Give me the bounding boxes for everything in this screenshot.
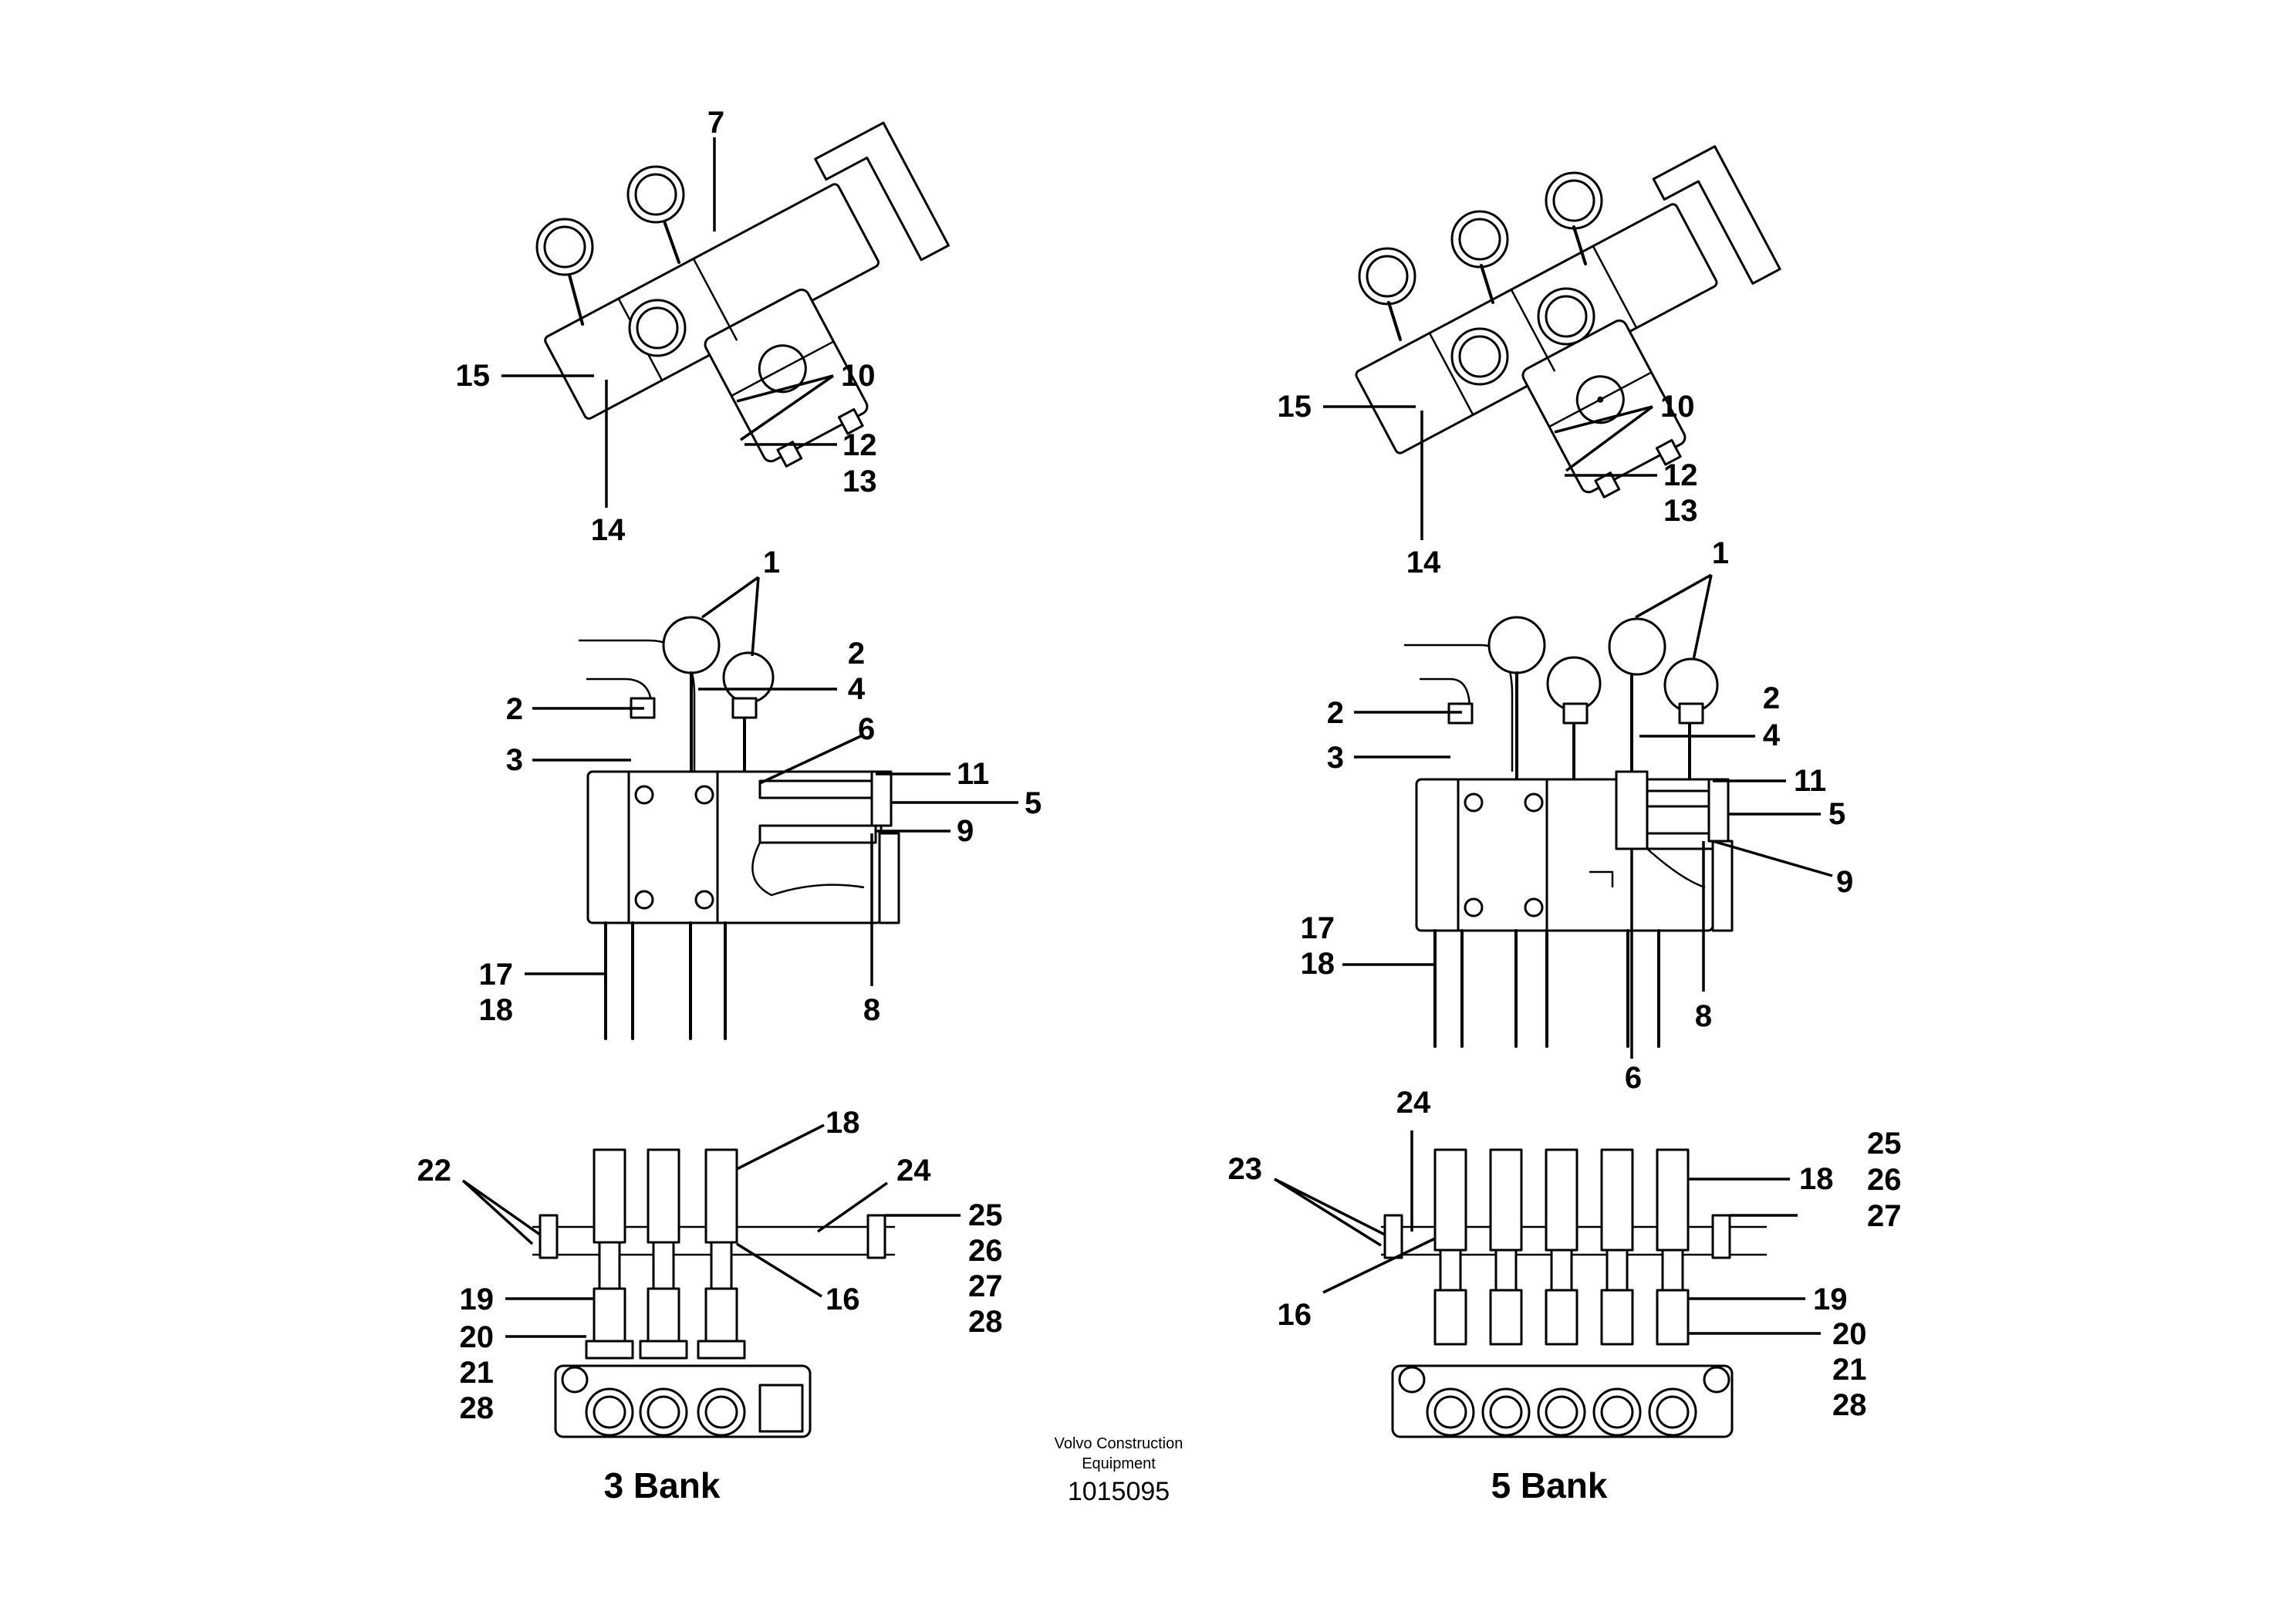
callout-left-15: 15 bbox=[456, 359, 491, 393]
right-top-view-drawing bbox=[1355, 145, 1781, 498]
left-middle-leaders bbox=[525, 576, 1018, 986]
callout-right-25: 25 bbox=[1867, 1127, 1902, 1161]
callout-left-20: 20 bbox=[460, 1320, 495, 1354]
callout-right-26: 26 bbox=[1867, 1163, 1902, 1197]
callout-right-8: 8 bbox=[1695, 999, 1712, 1033]
callout-left-10: 10 bbox=[841, 359, 876, 393]
callout-right-17: 17 bbox=[1301, 911, 1335, 945]
callout-left-9: 9 bbox=[957, 814, 974, 848]
callout-left-3: 3 bbox=[506, 743, 523, 777]
left-bottom-valve-drawing bbox=[532, 1148, 895, 1438]
right-middle-leaders bbox=[1342, 573, 1833, 1059]
callout-right-6: 6 bbox=[1625, 1061, 1642, 1095]
left-top-view-drawing bbox=[535, 121, 950, 468]
callout-left-26: 26 bbox=[968, 1234, 1003, 1268]
callout-right-18: 18 bbox=[1301, 947, 1335, 981]
right-bottom-valve-drawing bbox=[1381, 1148, 1767, 1438]
callout-left-7: 7 bbox=[707, 106, 724, 140]
callout-right-3: 3 bbox=[1327, 741, 1344, 775]
callout-left-2b: 2 bbox=[506, 692, 523, 726]
callout-right-20: 20 bbox=[1832, 1317, 1867, 1351]
callout-left-18: 18 bbox=[479, 993, 514, 1027]
callout-left-19: 19 bbox=[460, 1282, 495, 1316]
right-bottom-leaders bbox=[1274, 1130, 1821, 1335]
callout-left-17: 17 bbox=[479, 958, 514, 992]
callout-right-15: 15 bbox=[1278, 390, 1312, 424]
left-bottom-leaders bbox=[461, 1124, 961, 1338]
callout-left-27: 27 bbox=[968, 1269, 1003, 1303]
callout-right-13: 13 bbox=[1663, 494, 1698, 528]
callout-left-18b: 18 bbox=[826, 1106, 860, 1140]
callout-left-1: 1 bbox=[763, 546, 780, 580]
callout-left-28a: 28 bbox=[968, 1305, 1003, 1339]
callout-left-4: 4 bbox=[848, 672, 866, 706]
callout-right-19: 19 bbox=[1813, 1282, 1848, 1316]
right-top-leaders bbox=[1323, 405, 1657, 540]
left-callout-labels: 7 15 10 12 13 14 1 2 4 2 3 6 11 5 9 17 1… bbox=[417, 106, 1042, 1425]
right-callout-labels: 15 10 12 13 14 1 2 4 2 3 11 5 9 17 18 8 … bbox=[1228, 390, 1902, 1422]
left-top-leaders bbox=[501, 137, 837, 508]
callout-right-12: 12 bbox=[1663, 458, 1698, 492]
callout-left-24: 24 bbox=[896, 1154, 931, 1188]
callout-right-2b: 2 bbox=[1327, 696, 1344, 730]
callout-right-24: 24 bbox=[1396, 1086, 1431, 1120]
brand-line-1: Volvo Construction bbox=[1055, 1435, 1183, 1452]
callout-right-5: 5 bbox=[1828, 797, 1845, 831]
callout-left-8: 8 bbox=[863, 993, 880, 1027]
callout-right-11: 11 bbox=[1794, 764, 1826, 798]
callout-left-2a: 2 bbox=[848, 637, 865, 671]
callout-left-21: 21 bbox=[460, 1356, 495, 1390]
caption-5-bank: 5 Bank bbox=[1491, 1465, 1608, 1505]
callout-right-2a: 2 bbox=[1763, 681, 1780, 715]
callout-left-14: 14 bbox=[591, 513, 626, 547]
caption-3-bank: 3 Bank bbox=[604, 1465, 721, 1505]
callout-right-1: 1 bbox=[1712, 536, 1729, 570]
callout-left-12: 12 bbox=[842, 428, 877, 462]
callout-left-28b: 28 bbox=[460, 1391, 495, 1425]
callout-right-9: 9 bbox=[1836, 865, 1853, 899]
callout-right-18b: 18 bbox=[1799, 1162, 1834, 1196]
callout-left-6: 6 bbox=[858, 712, 875, 746]
callout-right-10: 10 bbox=[1660, 390, 1695, 424]
callout-right-16: 16 bbox=[1278, 1298, 1312, 1332]
callout-left-16: 16 bbox=[826, 1282, 860, 1316]
left-middle-side-view-drawing bbox=[579, 616, 900, 1040]
callout-left-5: 5 bbox=[1025, 786, 1042, 820]
callout-right-14: 14 bbox=[1406, 546, 1441, 580]
callout-right-21: 21 bbox=[1832, 1353, 1867, 1387]
callout-right-28: 28 bbox=[1832, 1388, 1867, 1422]
callout-left-13: 13 bbox=[842, 465, 877, 498]
callout-left-25: 25 bbox=[968, 1198, 1003, 1232]
brand-line-2: Equipment bbox=[1082, 1455, 1156, 1472]
callout-right-23: 23 bbox=[1228, 1152, 1263, 1186]
document-number: 1015095 bbox=[1068, 1477, 1170, 1506]
callout-right-4: 4 bbox=[1763, 718, 1781, 752]
callout-left-11: 11 bbox=[957, 757, 989, 791]
right-middle-side-view-drawing bbox=[1404, 616, 1734, 1048]
callout-right-27: 27 bbox=[1867, 1199, 1902, 1233]
callout-left-22: 22 bbox=[417, 1154, 452, 1188]
